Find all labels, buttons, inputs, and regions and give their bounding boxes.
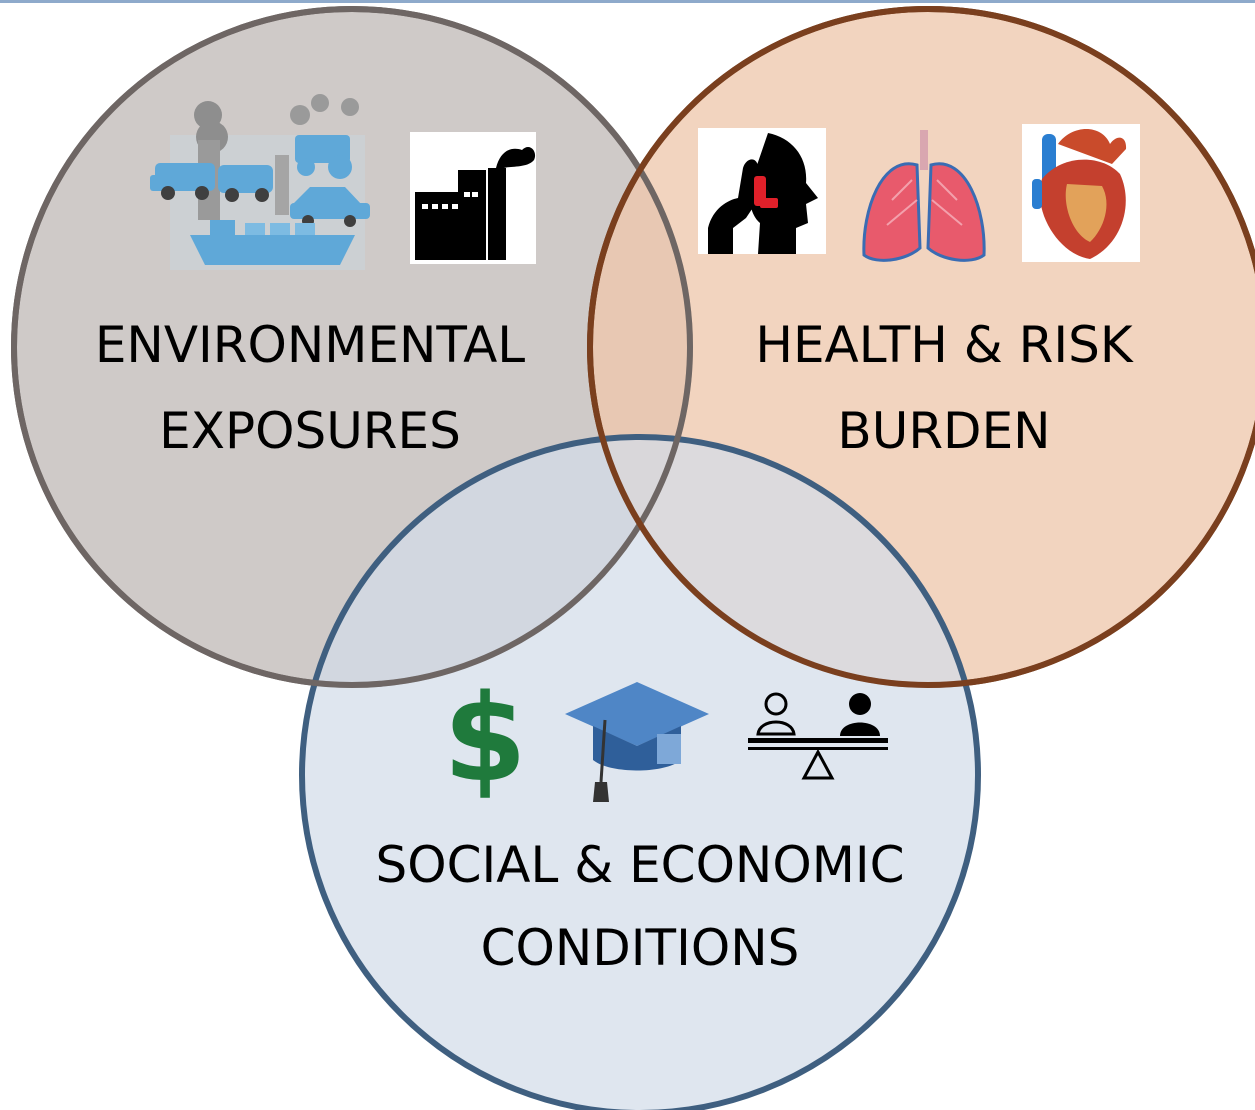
dollar-sign-icon: $ [443, 670, 527, 809]
label-health-line2: BURDEN [837, 402, 1050, 460]
label-health-line1: HEALTH & RISK [755, 316, 1134, 374]
label-environmental-line1: ENVIRONMENTAL [95, 316, 525, 374]
heart-icon [1022, 124, 1140, 262]
label-social: SOCIAL & ECONOMIC CONDITIONS [375, 836, 904, 977]
factory-smokestack-icon [410, 132, 536, 264]
label-environmental: ENVIRONMENTAL EXPOSURES [95, 316, 525, 460]
circle-social [299, 434, 981, 1110]
asthma-inhaler-icon [698, 128, 826, 254]
label-social-line2: CONDITIONS [481, 919, 800, 977]
svg-text:$: $ [443, 670, 527, 809]
top-rule [0, 0, 1255, 3]
inequality-scale-icon [748, 692, 888, 780]
pollution-traffic-icon [150, 94, 370, 270]
label-social-line1: SOCIAL & ECONOMIC [375, 836, 904, 894]
label-health: HEALTH & RISK BURDEN [755, 316, 1134, 460]
graduation-cap-icon [565, 682, 709, 802]
label-environmental-line2: EXPOSURES [159, 402, 461, 460]
lungs-icon [862, 130, 986, 262]
